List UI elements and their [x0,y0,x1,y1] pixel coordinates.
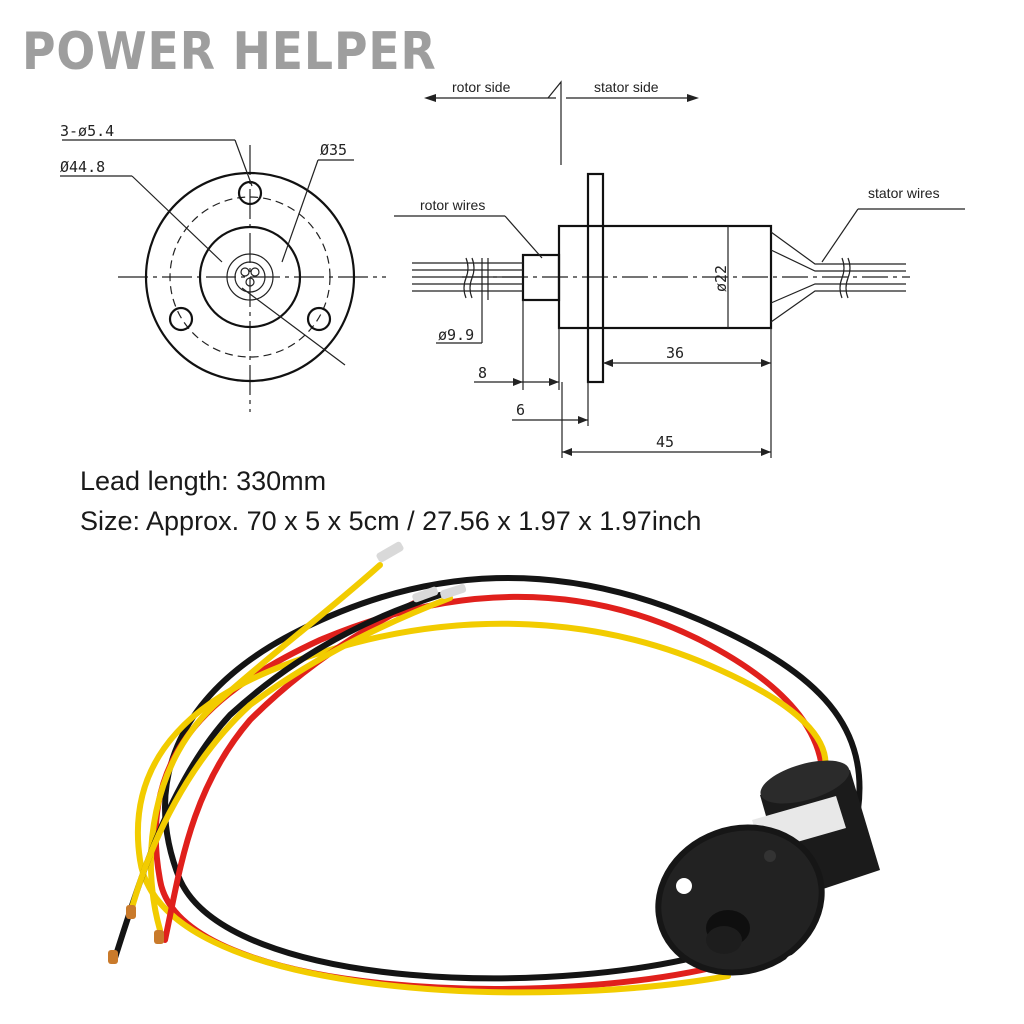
pitch-diameter-dimension: Ø35 [320,141,347,159]
rotor-wires-label: rotor wires [420,197,485,213]
mount-hole [168,306,194,332]
shaft-diameter-dimension: ø9.9 [438,326,474,344]
lead-length-text: Lead length: 330mm [80,466,327,496]
body-diameter-dimension: ø22 [712,265,730,292]
holes-dimension: 3-ø5.4 [60,122,114,140]
rotor-side-label: rotor side [452,79,511,95]
stator-side-label: stator side [594,79,659,95]
side-view: rotor side stator side ø22 rotor wires [394,79,965,458]
flange-thickness-dimension: 6 [516,401,525,419]
mount-hole [785,955,801,971]
size-text: Size: Approx. 70 x 5 x 5cm / 27.56 x 1.9… [80,506,702,536]
technical-drawing: 3-ø5.4 Ø44.8 Ø35 rotor side stator side … [60,79,965,458]
mount-hole [676,878,692,894]
wire-terminals [108,541,467,964]
brand-watermark: POWER HELPER [22,22,437,82]
flange-outline [144,171,356,383]
slip-ring-device [655,760,880,976]
front-view: 3-ø5.4 Ø44.8 Ø35 [60,122,386,412]
outer-diameter-dimension: Ø44.8 [60,158,105,176]
stator-wires-label: stator wires [868,185,940,201]
body-length-dimension: 36 [666,344,684,362]
body-outline [198,225,302,329]
shaft-length-dimension: 8 [478,364,487,382]
total-length-dimension: 45 [656,433,674,451]
black-wire [162,574,863,982]
flange [586,172,605,384]
pitch-circle [169,196,331,358]
mount-hole [306,306,332,332]
